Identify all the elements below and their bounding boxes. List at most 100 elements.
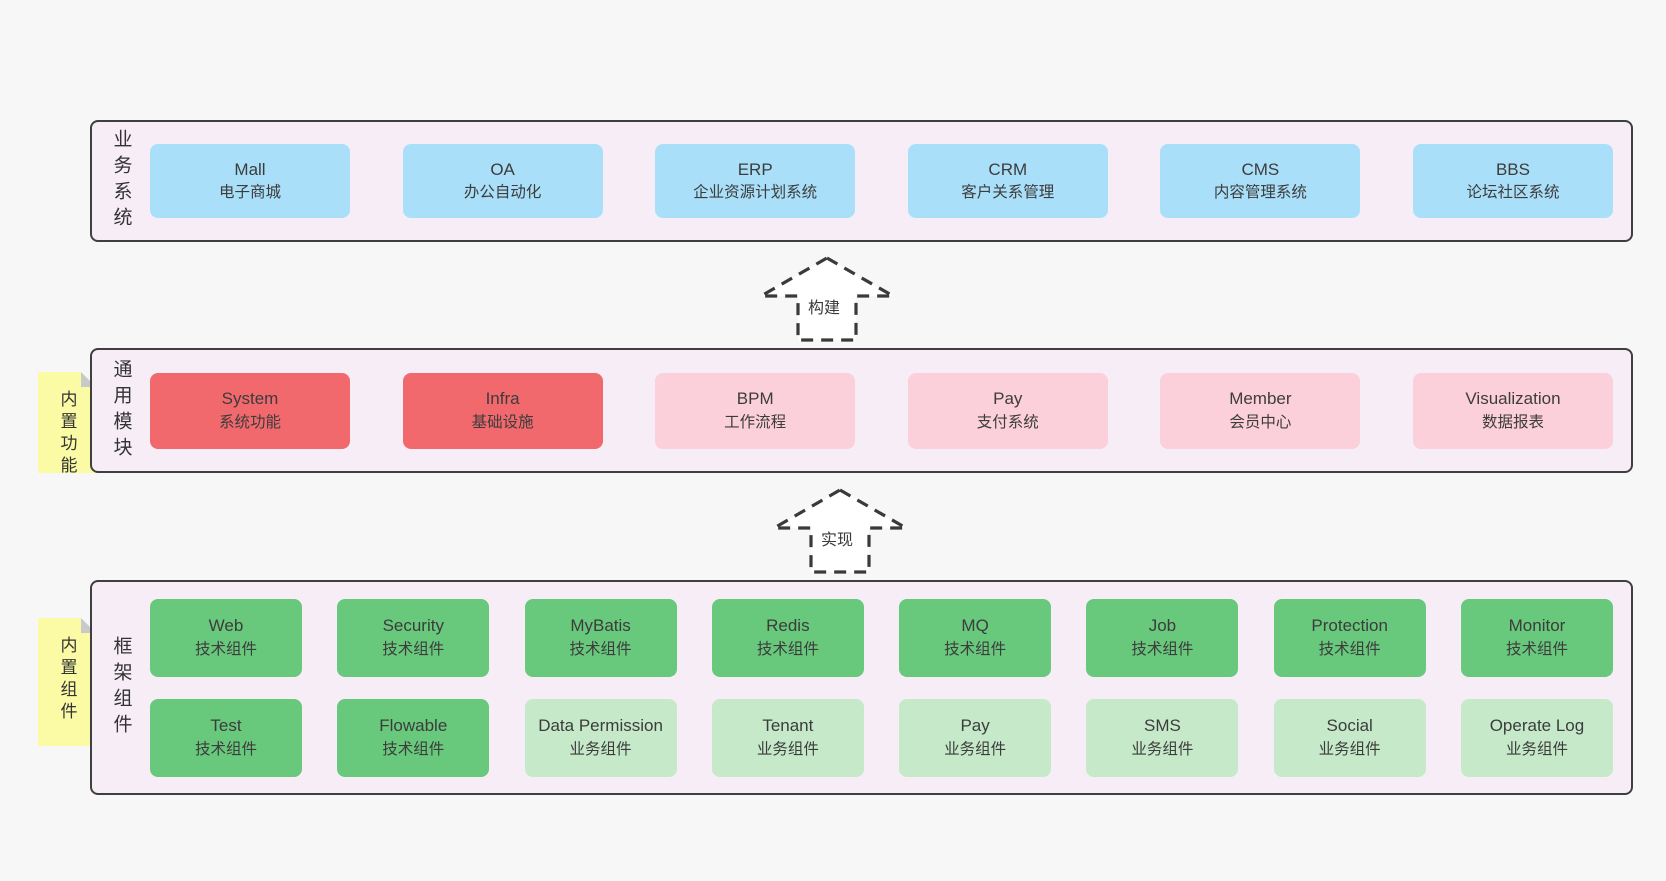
node-title: BPM	[736, 389, 774, 409]
build-arrow: 构建	[757, 255, 897, 343]
node-title: Social	[1326, 716, 1373, 736]
node-subtitle: 技术组件	[1505, 640, 1568, 658]
node-oa: OA 办公自动化	[402, 144, 603, 218]
node-cms: CMS 内容管理系统	[1160, 144, 1361, 218]
node-subtitle: 电子商城	[218, 184, 281, 202]
node-data-permission: Data Permission 业务组件	[524, 698, 677, 777]
modules-panel-side-label: 通用模块	[110, 358, 132, 463]
node-bbs: BBS 论坛社区系统	[1412, 144, 1613, 218]
node-crm: CRM 客户关系管理	[907, 144, 1108, 218]
node-title: System	[221, 389, 279, 409]
node-title: Pay	[960, 716, 990, 736]
node-pay-system: Pay 支付系统	[907, 372, 1108, 449]
sticky-note-text: 内置功能	[57, 390, 77, 478]
node-subtitle: 内容管理系统	[1213, 184, 1307, 202]
node-title: Web	[208, 616, 244, 636]
node-subtitle: 技术组件	[944, 640, 1007, 658]
node-subtitle: 基础设施	[471, 413, 534, 431]
builtin-functions-sticky-note: 内置功能	[38, 372, 96, 478]
node-web: Web 技术组件	[150, 598, 302, 677]
build-arrow-label: 构建	[804, 293, 843, 319]
node-subtitle: 会员中心	[1229, 413, 1292, 431]
node-subtitle: 业务组件	[1131, 740, 1194, 758]
node-subtitle: 系统功能	[218, 413, 281, 431]
sticky-note-text: 内置组件	[57, 636, 77, 724]
node-mybatis: MyBatis 技术组件	[524, 598, 677, 677]
framework-row-1: Web 技术组件 Security 技术组件 MyBatis 技术组件 Redi…	[150, 598, 1613, 677]
node-system: System 系统功能	[150, 372, 350, 449]
node-subtitle: 技术组件	[382, 640, 445, 658]
node-title: Mall	[234, 159, 266, 179]
node-subtitle: 技术组件	[382, 740, 445, 758]
node-title: Tenant	[762, 716, 814, 736]
node-subtitle: 支付系统	[976, 413, 1039, 431]
modules-boxes-row: System 系统功能 Infra 基础设施 BPM 工作流程 Pay 支付系统…	[150, 372, 1631, 449]
builtin-components-sticky-note: 内置组件	[38, 618, 96, 746]
node-title: OA	[490, 159, 515, 179]
node-title: Protection	[1311, 616, 1388, 636]
node-subtitle: 技术组件	[756, 640, 819, 658]
node-title: Member	[1229, 389, 1292, 409]
node-subtitle: 工作流程	[724, 413, 787, 431]
node-mall: Mall 电子商城	[150, 144, 350, 218]
node-mq: MQ 技术组件	[899, 598, 1052, 677]
node-protection: Protection 技术组件	[1273, 598, 1426, 677]
node-title: Test	[210, 716, 242, 736]
node-title: Redis	[766, 616, 810, 636]
node-title: Operate Log	[1489, 716, 1585, 736]
node-operate-log: Operate Log 业务组件	[1460, 698, 1613, 777]
node-test: Test 技术组件	[150, 698, 302, 777]
business-panel-side-label: 业务系统	[110, 129, 132, 233]
node-bpm: BPM 工作流程	[655, 372, 856, 449]
node-subtitle: 企业资源计划系统	[693, 184, 818, 202]
node-security: Security 技术组件	[337, 598, 490, 677]
node-title: MQ	[961, 616, 989, 636]
framework-row-2: Test 技术组件 Flowable 技术组件 Data Permission …	[150, 698, 1613, 777]
node-job: Job 技术组件	[1086, 598, 1239, 677]
node-title: MyBatis	[570, 616, 631, 636]
node-title: Monitor	[1508, 616, 1566, 636]
node-title: Job	[1148, 616, 1177, 636]
node-subtitle: 业务组件	[756, 740, 819, 758]
node-title: Infra	[485, 389, 520, 409]
node-pay-component: Pay 业务组件	[899, 698, 1052, 777]
node-subtitle: 业务组件	[569, 740, 632, 758]
node-subtitle: 客户关系管理	[961, 184, 1055, 202]
node-subtitle: 办公自动化	[463, 184, 542, 202]
node-title: CMS	[1241, 159, 1280, 179]
node-sms: SMS 业务组件	[1086, 698, 1239, 777]
framework-boxes-grid: Web 技术组件 Security 技术组件 MyBatis 技术组件 Redi…	[150, 598, 1631, 777]
node-subtitle: 数据报表	[1481, 413, 1544, 431]
node-subtitle: 技术组件	[569, 640, 632, 658]
node-subtitle: 论坛社区系统	[1466, 184, 1560, 202]
implement-arrow-label: 实现	[817, 525, 856, 551]
node-title: CRM	[988, 159, 1028, 179]
node-member: Member 会员中心	[1160, 372, 1361, 449]
node-title: Visualization	[1465, 389, 1561, 409]
business-systems-panel: 业务系统 Mall 电子商城 OA 办公自动化 ERP 企业资源计划系统 CRM…	[90, 120, 1633, 242]
node-redis: Redis 技术组件	[711, 598, 864, 677]
node-title: BBS	[1495, 159, 1530, 179]
node-subtitle: 技术组件	[194, 740, 257, 758]
node-subtitle: 技术组件	[1318, 640, 1381, 658]
business-boxes-row: Mall 电子商城 OA 办公自动化 ERP 企业资源计划系统 CRM 客户关系…	[150, 144, 1631, 218]
node-subtitle: 业务组件	[1505, 740, 1568, 758]
node-subtitle: 业务组件	[1318, 740, 1381, 758]
node-infra: Infra 基础设施	[402, 372, 603, 449]
implement-arrow: 实现	[770, 487, 910, 575]
node-monitor: Monitor 技术组件	[1460, 598, 1613, 677]
node-title: SMS	[1143, 716, 1181, 736]
framework-panel-side-label: 框架组件	[110, 635, 132, 740]
framework-components-panel: 框架组件 Web 技术组件 Security 技术组件 MyBatis 技术组件…	[90, 580, 1633, 795]
common-modules-panel: 通用模块 System 系统功能 Infra 基础设施 BPM 工作流程 Pay…	[90, 348, 1633, 473]
node-title: Security	[382, 616, 444, 636]
node-flowable: Flowable 技术组件	[337, 698, 490, 777]
node-subtitle: 技术组件	[194, 640, 257, 658]
node-visualization: Visualization 数据报表	[1412, 372, 1613, 449]
node-social: Social 业务组件	[1273, 698, 1426, 777]
node-title: Flowable	[379, 716, 448, 736]
node-subtitle: 业务组件	[944, 740, 1007, 758]
node-tenant: Tenant 业务组件	[711, 698, 864, 777]
node-title: Pay	[993, 389, 1023, 409]
